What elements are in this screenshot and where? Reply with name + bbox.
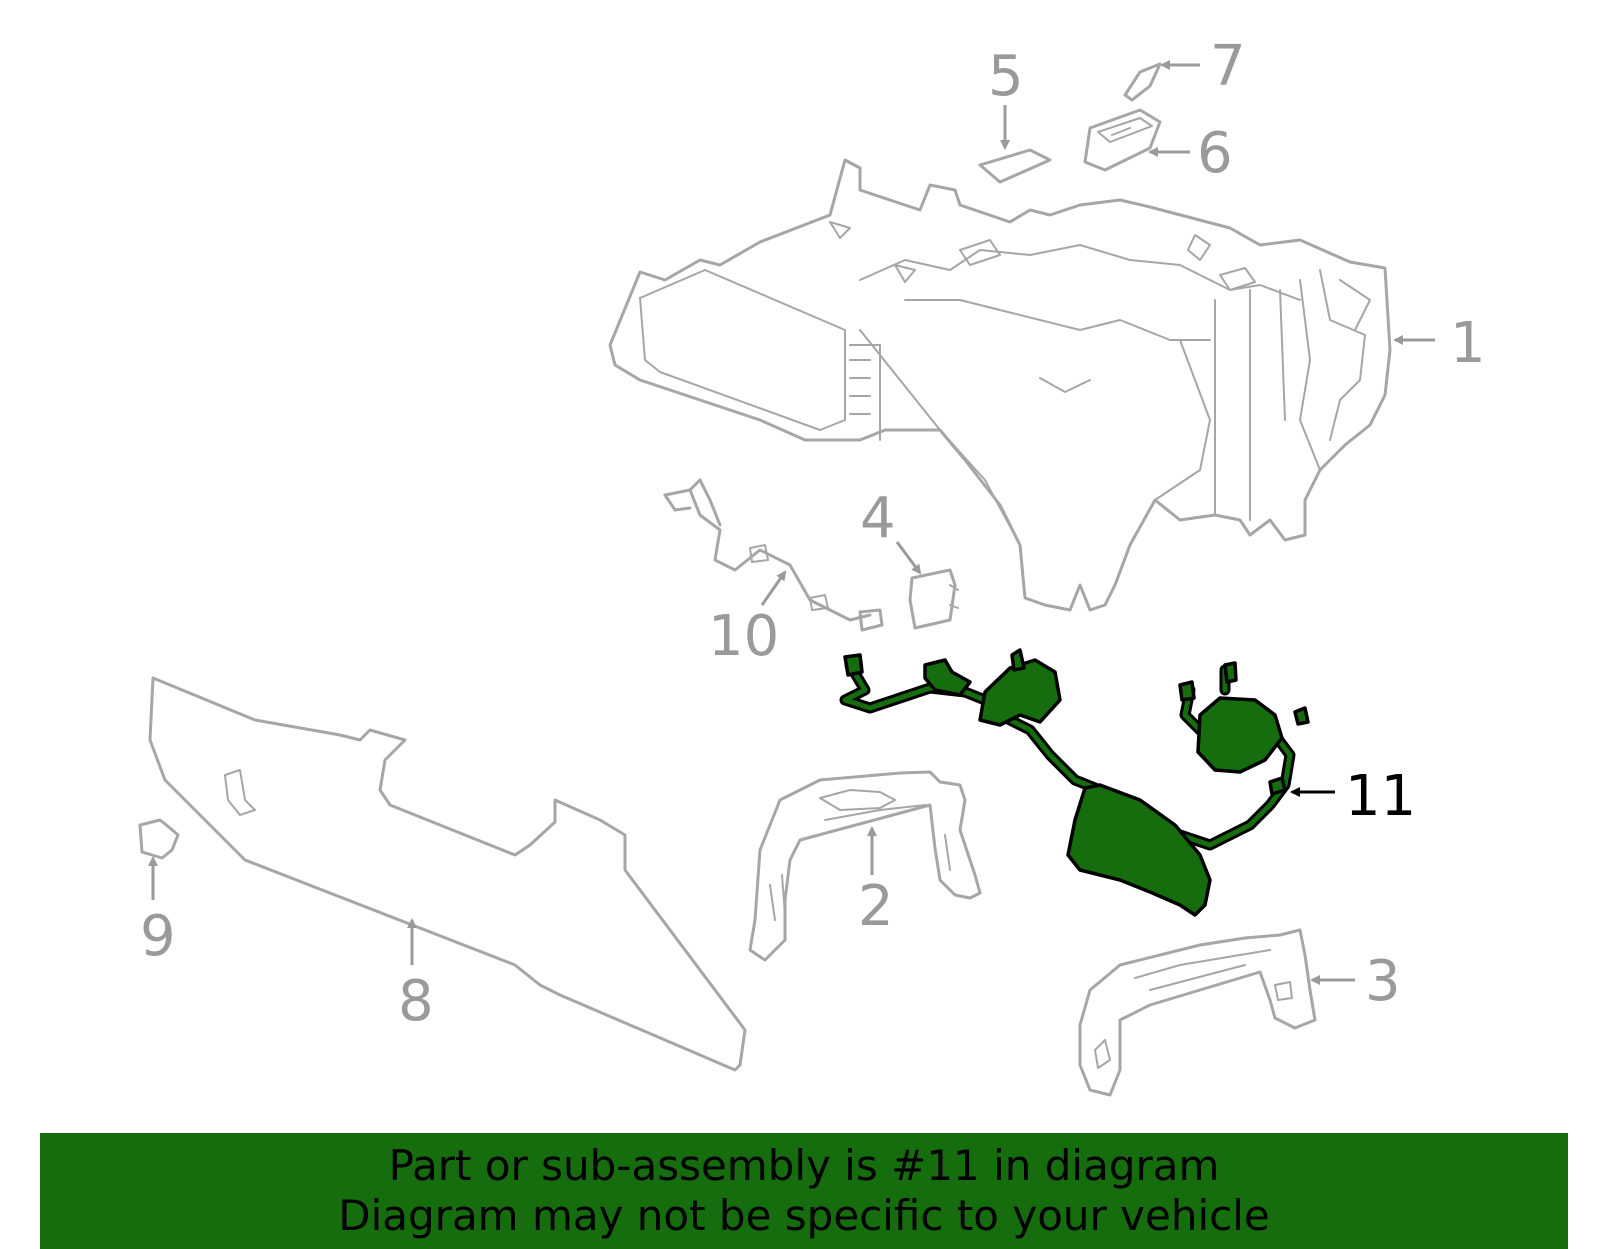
part-9-clip [138, 818, 180, 860]
part-1-console-housing [608, 158, 1392, 612]
callout-11: 11 [1345, 764, 1416, 829]
banner-line-2: Diagram may not be specific to your vehi… [338, 1191, 1270, 1240]
callout-1: 1 [1450, 311, 1486, 376]
callout-5: 5 [988, 44, 1024, 109]
part-8-trim-panel [148, 676, 747, 1072]
part-6-switch [1083, 108, 1162, 172]
callout-6: 6 [1197, 121, 1233, 186]
callout-labels: 1 2 3 4 5 6 7 8 9 10 11 [140, 34, 1486, 1034]
part-10-harness [663, 478, 884, 632]
callout-9: 9 [140, 904, 176, 969]
part-3-bracket [1078, 928, 1317, 1097]
callout-10: 10 [708, 604, 779, 669]
callout-8: 8 [398, 969, 434, 1034]
part-5-insert [978, 148, 1052, 184]
part-11-wiring-harness [839, 648, 1310, 917]
callout-3: 3 [1365, 949, 1401, 1014]
callout-4: 4 [860, 486, 896, 551]
leader-4 [895, 541, 922, 575]
part-4-module [908, 568, 959, 630]
part-2-bracket [748, 770, 982, 962]
leader-10 [760, 570, 787, 606]
part-7-clip [1123, 62, 1162, 102]
callout-7: 7 [1210, 34, 1246, 99]
leader-lines [148, 60, 1435, 985]
banner-line-1: Part or sub-assembly is #11 in diagram [388, 1141, 1220, 1190]
info-banner: Part or sub-assembly is #11 in diagram D… [40, 1133, 1568, 1249]
callout-2: 2 [858, 874, 894, 939]
